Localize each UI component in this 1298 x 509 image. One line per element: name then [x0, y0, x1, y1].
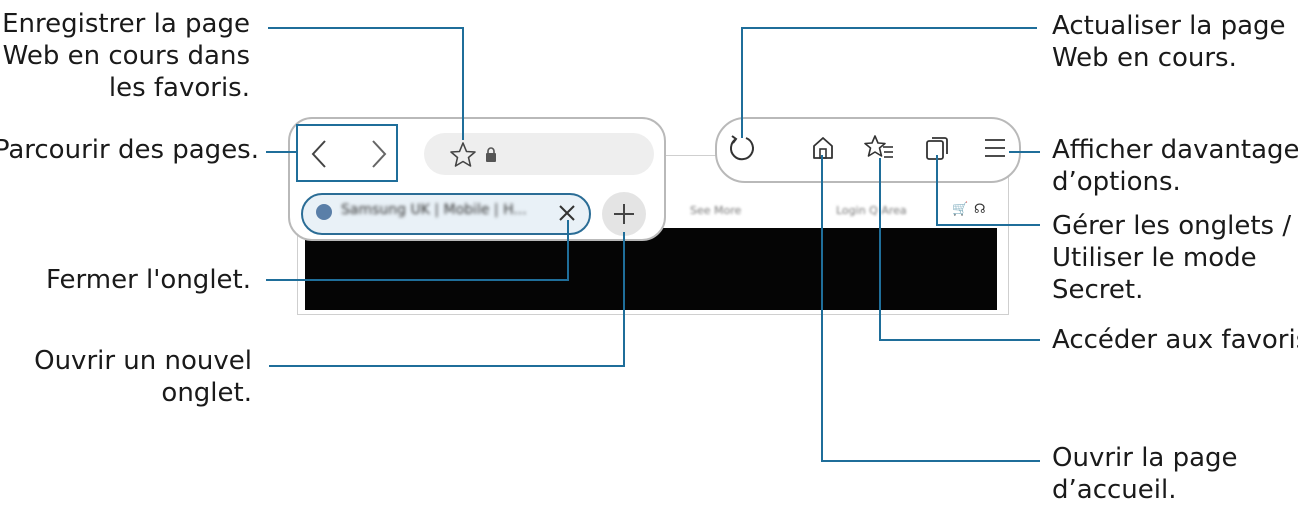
tabs-icon[interactable]	[924, 135, 950, 161]
plus-icon	[614, 204, 634, 224]
label-home: Ouvrir la page d’accueil.	[1052, 443, 1238, 505]
forward-icon[interactable]	[368, 139, 388, 169]
leader-home	[821, 155, 1040, 462]
leader-new-tab	[269, 232, 625, 367]
webpage-login-text: Login Q Area	[836, 204, 907, 217]
tab-favicon-icon	[316, 204, 332, 220]
tab-title: Samsung UK | Mobile | H...	[341, 202, 527, 218]
lock-icon	[486, 147, 496, 162]
webpage-user-icon: ☊	[974, 202, 986, 217]
label-manage-tabs: Gérer les onglets / Utiliser le mode Sec…	[1052, 211, 1292, 305]
label-new-tab: Ouvrir un nouvel onglet.	[34, 346, 252, 408]
label-more-options: Afficher davantage d’options.	[1052, 135, 1298, 197]
label-browse: Parcourir des pages.	[0, 135, 259, 165]
menu-icon[interactable]	[983, 136, 1007, 160]
back-icon[interactable]	[310, 139, 330, 169]
leader-manage-tabs	[936, 155, 1040, 226]
webpage-content-area	[305, 228, 997, 310]
webpage-cart-icon: 🛒	[952, 202, 969, 217]
label-save-bookmark: Enregistrer la page Web en cours dans le…	[2, 9, 250, 103]
close-tab-icon[interactable]	[557, 203, 577, 223]
star-icon[interactable]	[449, 141, 477, 169]
label-bookmarks: Accéder aux favoris.	[1052, 325, 1298, 355]
leader-close-tab	[266, 220, 569, 281]
bookmarks-icon[interactable]	[864, 134, 896, 162]
webpage-menu-text: See More	[690, 204, 742, 217]
leader-refresh	[741, 27, 1037, 138]
toolbar-right-panel	[715, 117, 1021, 183]
leader-save-bookmark	[268, 27, 464, 140]
label-refresh: Actualiser la page Web en cours.	[1052, 11, 1286, 73]
refresh-icon[interactable]	[727, 133, 757, 163]
label-close-tab: Fermer l'onglet.	[46, 265, 251, 295]
leader-bookmarks	[879, 158, 1040, 341]
nav-buttons-highlight	[296, 124, 398, 182]
tab-samsung[interactable]	[301, 193, 591, 235]
